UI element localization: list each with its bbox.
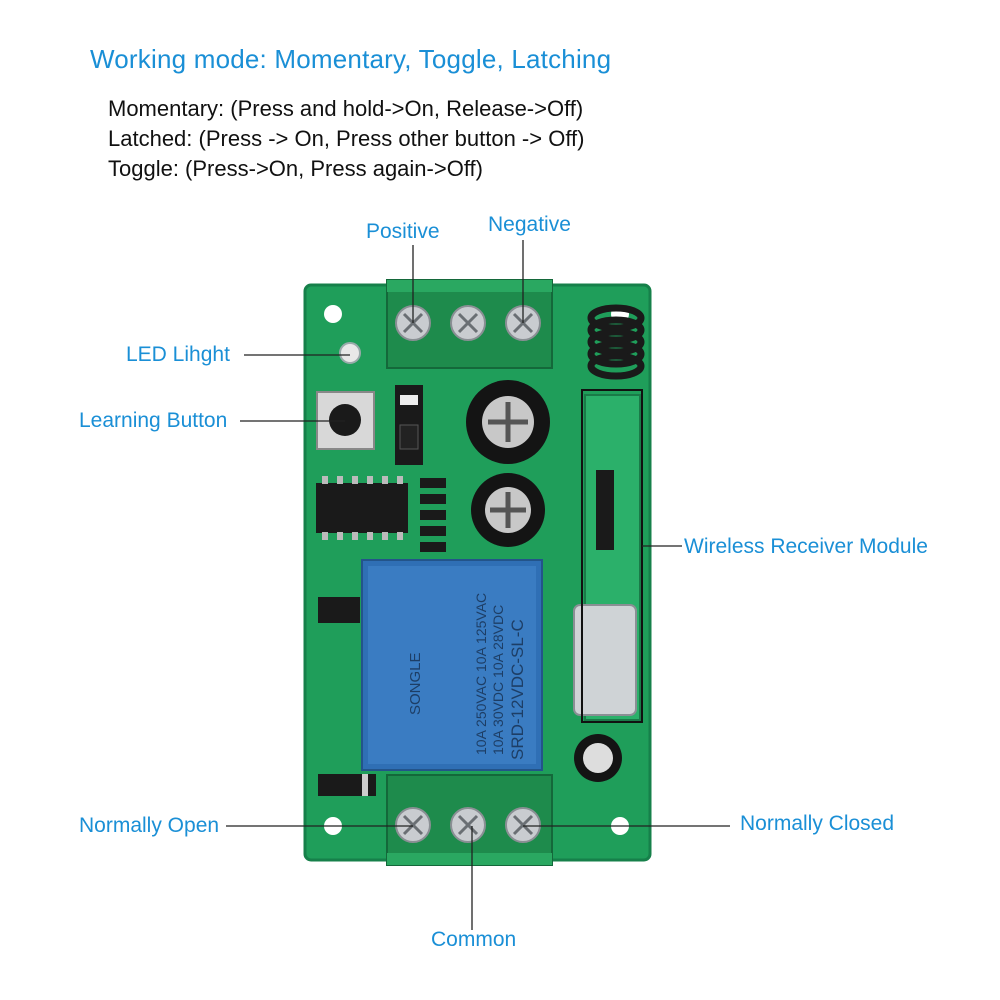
mode-toggle: Toggle: (Press->On, Press again->Off) (108, 156, 483, 181)
page-title: Working mode: Momentary, Toggle, Latchin… (90, 44, 612, 74)
smd-resistors (420, 478, 446, 552)
label-wireless-receiver: Wireless Receiver Module (684, 535, 928, 558)
mode-momentary: Momentary: (Press and hold->On, Release-… (108, 96, 584, 121)
mode-latched: Latched: (Press -> On, Press other butto… (108, 126, 585, 151)
label-normally-open: Normally Open (79, 814, 220, 837)
label-normally-closed: Normally Closed (740, 812, 895, 835)
relay-rating-1: 10A 250VAC 10A 125VAC (473, 593, 489, 755)
relay-model: SRD-12VDC-SL-C (508, 619, 527, 760)
led (339, 342, 361, 364)
label-negative: Negative (488, 213, 571, 236)
top-terminal-screws (395, 305, 541, 341)
label-learning-button: Learning Button (79, 409, 228, 432)
bottom-terminal-screws (395, 807, 541, 843)
ic-chip (316, 483, 408, 533)
antenna-coil (587, 304, 645, 380)
label-led: LED Lihght (126, 343, 230, 366)
leader-lines (226, 240, 730, 930)
diode (318, 774, 376, 796)
mount-hole (324, 305, 342, 323)
relay-rating-2: 10A 30VDC 10A 28VDC (490, 605, 506, 755)
label-positive: Positive (366, 220, 440, 243)
relay-brand: SONGLE (407, 652, 424, 715)
eeprom-chip (318, 597, 360, 623)
crystal (573, 604, 637, 716)
label-common: Common (431, 928, 517, 951)
